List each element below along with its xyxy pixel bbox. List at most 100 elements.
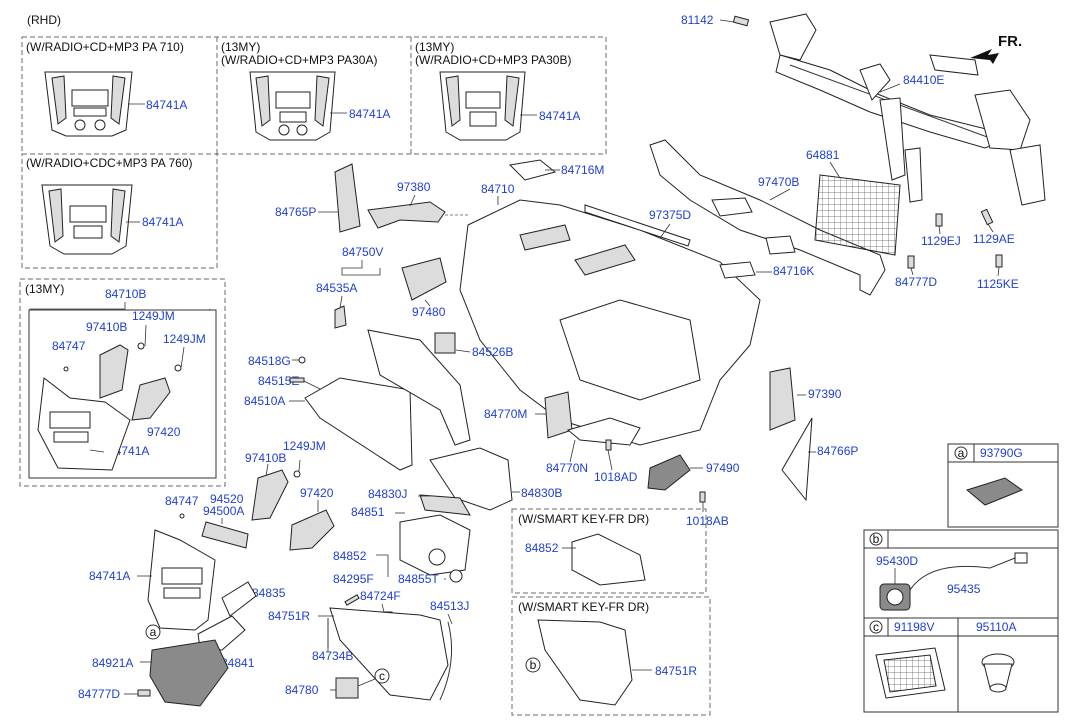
center-fascia-lower	[137, 529, 216, 631]
front-direction-arrow-icon	[970, 49, 999, 64]
label-94520: 94520	[210, 492, 244, 506]
socket-95110A	[981, 653, 1015, 693]
label-84510A: 84510A	[244, 394, 285, 408]
label-84747: 84747	[165, 494, 199, 508]
smart-key-lower-panel	[537, 619, 652, 706]
label-84852: 84852	[525, 541, 559, 555]
bolts-right	[907, 208, 1003, 277]
side-cover-84765P	[318, 163, 361, 233]
bracket-84526B	[434, 332, 456, 354]
label-1249JM: 1249JM	[132, 309, 175, 323]
13my-box-title: (13MY)	[25, 282, 64, 296]
label-84852: 84852	[333, 549, 367, 563]
label-64881: 64881	[806, 148, 840, 162]
label-97410B: 97410B	[86, 320, 127, 334]
table-c-callout: c	[873, 620, 879, 634]
label-1125KE: 1125KE	[977, 277, 1019, 291]
label-81142: 81142	[681, 13, 714, 27]
label-84766P: 84766P	[817, 444, 858, 458]
callout-a-letter: a	[150, 625, 157, 639]
label-84741A: 84741A	[146, 98, 187, 112]
table-a-93790G	[947, 443, 1059, 528]
callout-b-letter: b	[530, 658, 537, 672]
label-1129AE: 1129AE	[973, 232, 1015, 246]
label-84921A: 84921A	[92, 656, 133, 670]
crash-pad-main	[459, 196, 772, 446]
cover-pad-84716M	[508, 159, 557, 181]
label-84780: 84780	[285, 683, 319, 697]
clip-84535A	[334, 295, 347, 329]
smart-key-box-2-title: (W/SMART KEY-FR DR)	[518, 600, 649, 614]
table-c	[863, 617, 1059, 713]
table-a-callout: a	[958, 446, 965, 460]
label-95435: 95435	[947, 582, 981, 596]
label-84770N: 84770N	[546, 461, 588, 475]
storage-tray-84921A	[124, 639, 229, 707]
smart-key-box-2	[511, 596, 711, 716]
label-84716M: 84716M	[561, 163, 604, 177]
label-84777D: 84777D	[895, 275, 937, 289]
smart-key-box-1	[511, 508, 707, 594]
label-1018AD: 1018AD	[594, 470, 638, 484]
table-b-callout: b	[873, 532, 880, 546]
label-84851: 84851	[351, 505, 385, 519]
variant-label: (RHD)	[27, 13, 61, 27]
vent-97480	[401, 257, 447, 307]
center-fascia-panel-30b	[439, 71, 537, 141]
label-84710B: 84710B	[105, 287, 146, 301]
label-97470B: 97470B	[758, 175, 799, 189]
side-cover-84766P	[781, 417, 816, 502]
box-30a-title-1: (13MY)	[221, 40, 260, 54]
center-fascia-panel-760	[41, 184, 140, 255]
box-30b-title-1: (13MY)	[415, 40, 454, 54]
center-fascia-panel-710	[44, 71, 145, 137]
lower-panel-84751R	[318, 594, 453, 701]
label-84724F: 84724F	[360, 589, 401, 603]
smart-key-box-1-title: (W/SMART KEY-FR DR)	[518, 512, 649, 526]
label-97390: 97390	[808, 387, 842, 401]
13my-box	[19, 278, 226, 487]
label-84830B: 84830B	[521, 486, 562, 500]
label-84751R: 84751R	[655, 664, 697, 678]
label-97375D: 97375D	[649, 208, 691, 222]
label-84750V: 84750V	[342, 245, 383, 259]
label-84734B: 84734B	[312, 649, 353, 663]
label-1249JM: 1249JM	[163, 332, 206, 346]
label-84751R: 84751R	[268, 609, 310, 623]
duct-97380	[367, 194, 470, 229]
bolt-1018AB	[699, 491, 706, 503]
switch-93790G	[965, 477, 1024, 506]
label-84741A: 84741A	[89, 569, 130, 583]
label-91198V: 91198V	[894, 620, 934, 634]
vent-97490	[647, 454, 703, 491]
air-duct-assembly	[649, 139, 886, 296]
label-1129EJ: 1129EJ	[921, 234, 961, 248]
label-84777D: 84777D	[78, 687, 120, 701]
label-84855T: 84855T	[398, 572, 439, 586]
heater-panel-hatched	[814, 161, 901, 256]
box-760-title: (W/RADIO+CDC+MP3 PA 760)	[26, 156, 193, 170]
label-1018AB: 1018AB	[686, 514, 729, 528]
cowl-crossbar-frame	[769, 13, 1046, 206]
fuse-block-91198V	[875, 647, 946, 699]
label-84747: 84747	[52, 339, 86, 353]
label-84741A: 84741A	[349, 107, 390, 121]
box-30a-title-2: (W/RADIO+CD+MP3 PA30A)	[221, 53, 377, 67]
label-84518G: 84518G	[248, 354, 291, 368]
label-84841: 84841	[221, 656, 255, 670]
label-97410B: 97410B	[245, 451, 286, 465]
13my-fascia-parts	[37, 324, 185, 471]
label-1249JM: 1249JM	[283, 439, 326, 453]
front-marker: FR.	[998, 33, 1022, 50]
label-84830J: 84830J	[368, 487, 407, 501]
panel-84770N	[566, 417, 641, 471]
box-30b-title-2: (W/RADIO+CD+MP3 PA30B)	[415, 53, 571, 67]
label-97380: 97380	[397, 180, 431, 194]
lower-left-vents	[179, 459, 335, 551]
label-95110A: 95110A	[976, 620, 1016, 634]
label-95430D: 95430D	[876, 554, 918, 568]
label-84410E: 84410E	[903, 73, 944, 87]
callout-c-letter: c	[379, 669, 385, 683]
callout-b-box: b	[525, 657, 541, 673]
